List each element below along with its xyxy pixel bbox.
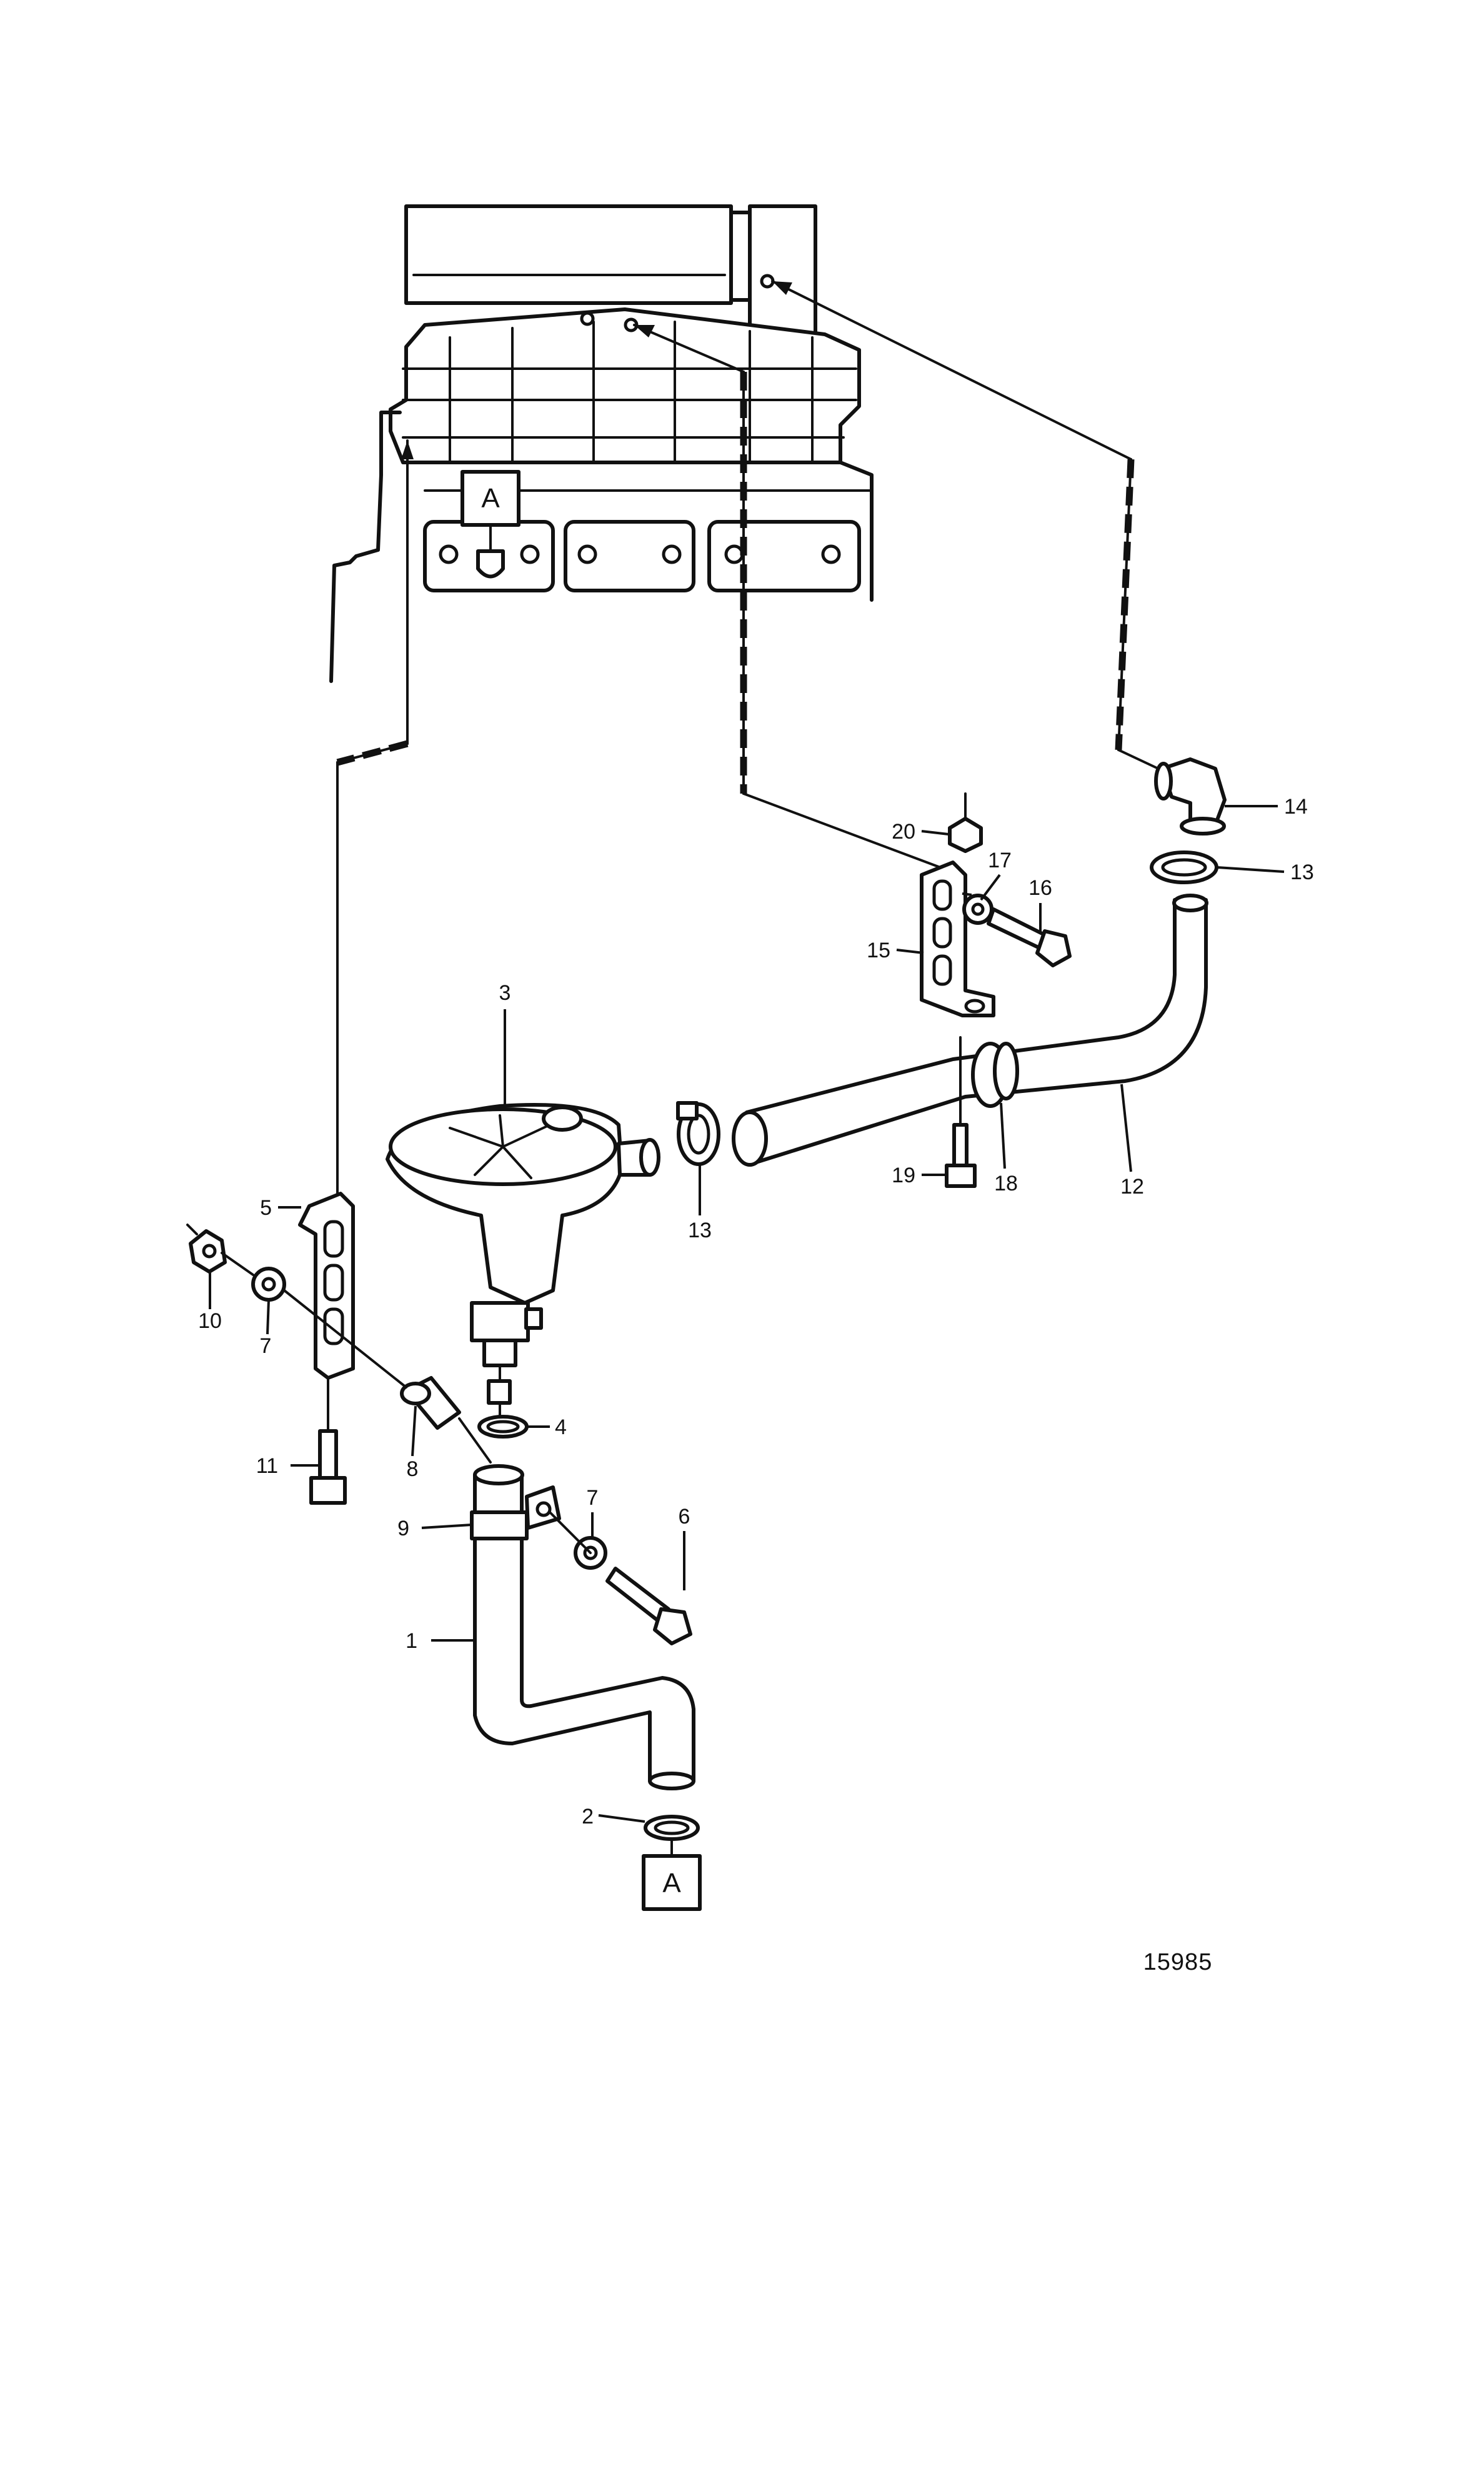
hose-routing-lines [336,280,1173,1207]
nut [186,1224,227,1274]
bracket-mounting-bolt [309,1377,347,1505]
callout-13b: 13 [1290,860,1314,884]
callout-16: 16 [1028,876,1052,900]
pipe-bracket [920,860,995,1017]
callout-4: 4 [555,1415,567,1439]
callout-3: 3 [499,981,511,1005]
callout-7a: 7 [587,1486,599,1510]
nipple-fitting [487,1364,512,1417]
engine-assembly: A [329,204,874,683]
callout-6: 6 [679,1505,690,1529]
callout-20: 20 [892,820,915,844]
sealing-ring-upper [477,1415,529,1439]
drawing-number: 15985 [1143,1949,1213,1975]
callout-18: 18 [994,1172,1018,1195]
hose-clamp-middle [676,1101,720,1166]
callout-12: 12 [1120,1175,1144,1199]
sealing-ring-lower [644,1815,700,1841]
callout-9: 9 [397,1517,409,1540]
bracket-bolt [945,1036,977,1188]
flange-nut [948,792,983,853]
elbow-fitting [1154,757,1227,835]
callout-13a: 13 [688,1219,712,1242]
callout-1: 1 [406,1629,417,1653]
pipe-clamp [525,1485,561,1530]
hose-assembly [732,894,1208,1167]
bushing [283,1289,492,1464]
callout-5: 5 [260,1196,272,1220]
connection-marker-upper: A [481,483,500,514]
washer-left [221,1252,286,1302]
callout-14: 14 [1284,795,1308,819]
callout-10: 10 [198,1309,222,1333]
callout-19: 19 [892,1164,915,1187]
callout-labels: 1 2 3 4 5 6 7 7 8 9 10 11 12 13 13 14 15… [198,795,1314,1828]
callout-17: 17 [988,849,1012,872]
connection-box-lower: A [642,1839,702,1911]
callout-8: 8 [407,1457,419,1481]
callout-11: 11 [256,1454,278,1478]
callout-15: 15 [867,939,890,962]
mounting-bracket [298,1192,355,1380]
callout-7b: 7 [260,1334,272,1358]
oil-separator [386,1103,660,1367]
connection-marker-lower: A [662,1868,681,1898]
connection-box-upper [461,470,520,527]
leader-lines [209,805,1285,1823]
callout-2: 2 [582,1805,594,1828]
bolt-upper [987,907,1072,967]
hose-clamp-upper [1150,850,1218,884]
washer-upper [962,894,993,925]
bolt-lower [549,1511,692,1645]
